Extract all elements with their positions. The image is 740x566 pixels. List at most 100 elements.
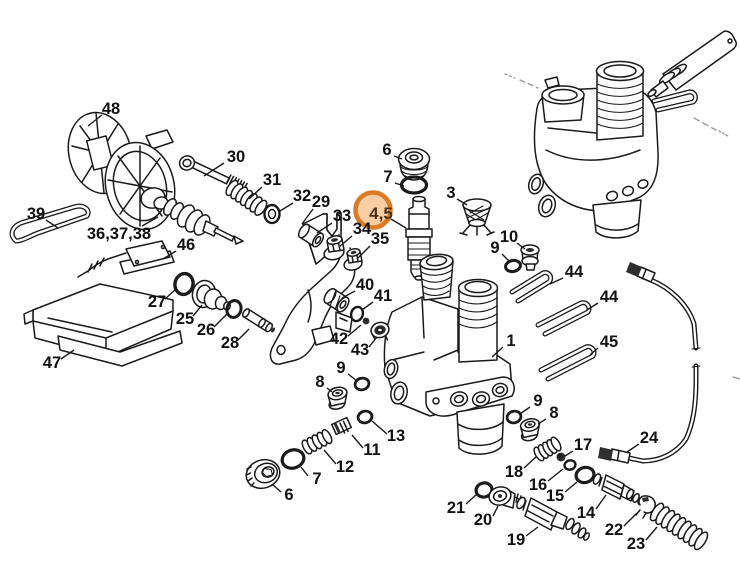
leader-line-9-12 xyxy=(501,253,510,262)
part-label-22-44[interactable]: 22 xyxy=(605,521,623,539)
part-label-43-28[interactable]: 43 xyxy=(351,341,369,359)
part-label-23-45[interactable]: 23 xyxy=(627,535,645,553)
part-label-17-38[interactable]: 17 xyxy=(574,436,592,454)
leader-line-15-41 xyxy=(564,481,578,493)
part-label-18-39[interactable]: 18 xyxy=(505,463,523,481)
leader-line-44-14 xyxy=(586,302,599,311)
part-label-10-11[interactable]: 10 xyxy=(500,228,518,246)
leader-line-3-10 xyxy=(456,198,468,206)
part-9-o-ring-right-lower xyxy=(505,409,523,425)
part-8-plug-right xyxy=(519,418,541,442)
leader-line-12-33 xyxy=(323,449,337,465)
part-9-o-ring-upper-right xyxy=(504,258,522,274)
part-label-19-48[interactable]: 19 xyxy=(507,531,525,549)
leader-line-18-39 xyxy=(523,456,537,469)
part-cylinder-top-right xyxy=(647,30,737,98)
part-label-21-46[interactable]: 21 xyxy=(447,499,465,517)
part-6-plug-bottom xyxy=(245,458,281,490)
part-47-mounting-tray xyxy=(23,283,183,367)
leader-line-19-48 xyxy=(525,526,539,537)
part-label-12-33[interactable]: 12 xyxy=(336,458,354,476)
part-label-35-7[interactable]: 35 xyxy=(371,230,389,248)
part-34-nut xyxy=(323,235,345,261)
part-label-20-47[interactable]: 20 xyxy=(474,511,492,529)
leader-line-6-8 xyxy=(393,155,403,160)
leader-line-25-21 xyxy=(192,304,203,317)
part-20-plug xyxy=(488,486,522,509)
part-10-plug xyxy=(520,244,540,271)
leader-line-26-22 xyxy=(213,313,228,328)
leader-line-1-16 xyxy=(491,346,504,358)
part-42-ball xyxy=(362,317,370,325)
part-label-42-27[interactable]: 42 xyxy=(330,330,348,348)
part-label-24-42[interactable]: 24 xyxy=(640,429,659,447)
part-7-o-ring-bottom xyxy=(280,448,306,470)
part-4-5-valve-cartridge xyxy=(405,195,433,281)
part-label-40-25[interactable]: 40 xyxy=(356,276,374,294)
part-19-fitting xyxy=(516,496,591,541)
part-8-plug-left xyxy=(327,386,348,410)
part-15-o-ring xyxy=(574,465,596,485)
part-label-16-40[interactable]: 16 xyxy=(529,476,547,494)
part-25-piston xyxy=(191,279,231,311)
part-u-clip-top-right xyxy=(651,89,698,113)
part-label-4-5-selected[interactable]: 4,5 xyxy=(369,204,393,223)
part-label-41-26[interactable]: 41 xyxy=(374,287,392,305)
leader-line-40-25 xyxy=(341,290,356,299)
part-26-o-ring xyxy=(225,299,243,319)
part-label-46-19[interactable]: 46 xyxy=(177,236,195,254)
leader-line-8-30 xyxy=(326,387,333,393)
part-label-27-20[interactable]: 27 xyxy=(148,293,166,311)
part-label-13-31[interactable]: 13 xyxy=(387,427,405,445)
part-label-34-6[interactable]: 34 xyxy=(353,220,372,238)
leader-line-13-31 xyxy=(371,420,388,435)
leader-line-31-2 xyxy=(248,186,263,200)
part-label-7-9[interactable]: 7 xyxy=(383,168,392,186)
leader-line-6-35 xyxy=(271,483,282,493)
part-label-26-22[interactable]: 26 xyxy=(197,321,215,339)
part-label-8-37[interactable]: 8 xyxy=(549,404,558,422)
part-label-33-5[interactable]: 33 xyxy=(333,207,351,225)
leader-line-23-45 xyxy=(645,526,658,541)
part-label-45-15[interactable]: 45 xyxy=(600,333,618,351)
part-label-44-13[interactable]: 44 xyxy=(565,263,584,281)
part-label-14-43[interactable]: 14 xyxy=(577,504,596,522)
leader-line-35-7 xyxy=(356,245,371,260)
diagram-artwork xyxy=(9,30,740,551)
part-label-15-41[interactable]: 15 xyxy=(546,487,564,505)
part-label-36-37-38-18[interactable]: 36,37,38 xyxy=(87,225,151,243)
part-label-44-14[interactable]: 44 xyxy=(600,288,619,306)
part-label-8-30[interactable]: 8 xyxy=(315,373,324,391)
part-22-clip xyxy=(635,495,656,519)
leader-line-43-28 xyxy=(368,336,378,348)
part-label-9-29[interactable]: 9 xyxy=(336,359,345,377)
part-label-25-21[interactable]: 25 xyxy=(176,310,194,328)
part-label-31-2[interactable]: 31 xyxy=(263,171,281,189)
part-35-nut xyxy=(343,248,363,271)
leader-line-28-23 xyxy=(237,328,250,341)
part-label-3-10[interactable]: 3 xyxy=(446,184,455,202)
part-label-11-32[interactable]: 11 xyxy=(363,441,380,459)
faded-leader-lines xyxy=(504,73,740,380)
part-label-32-3[interactable]: 32 xyxy=(293,187,311,205)
part-label-1-16[interactable]: 1 xyxy=(506,332,515,350)
part-label-9-36[interactable]: 9 xyxy=(533,392,542,410)
part-label-39-17[interactable]: 39 xyxy=(27,205,45,223)
part-label-28-23[interactable]: 28 xyxy=(221,334,239,352)
part-45-clip xyxy=(538,344,597,382)
part-label-9-12[interactable]: 9 xyxy=(490,239,499,257)
leader-line-11-32 xyxy=(351,434,364,449)
part-label-48-0[interactable]: 48 xyxy=(102,100,120,118)
part-label-47-24[interactable]: 47 xyxy=(43,354,61,372)
part-3-strainer xyxy=(459,198,495,236)
leader-line-46-19 xyxy=(162,250,177,260)
part-label-7-34[interactable]: 7 xyxy=(312,470,321,488)
part-label-6-35[interactable]: 6 xyxy=(284,486,293,504)
leader-line-9-29 xyxy=(347,373,358,382)
leader-line-21-46 xyxy=(465,493,478,505)
highlight-ring[interactable] xyxy=(353,190,393,230)
part-label-6-8[interactable]: 6 xyxy=(382,141,391,159)
part-label-29-4[interactable]: 29 xyxy=(312,193,330,211)
part-label-30-1[interactable]: 30 xyxy=(227,148,245,166)
